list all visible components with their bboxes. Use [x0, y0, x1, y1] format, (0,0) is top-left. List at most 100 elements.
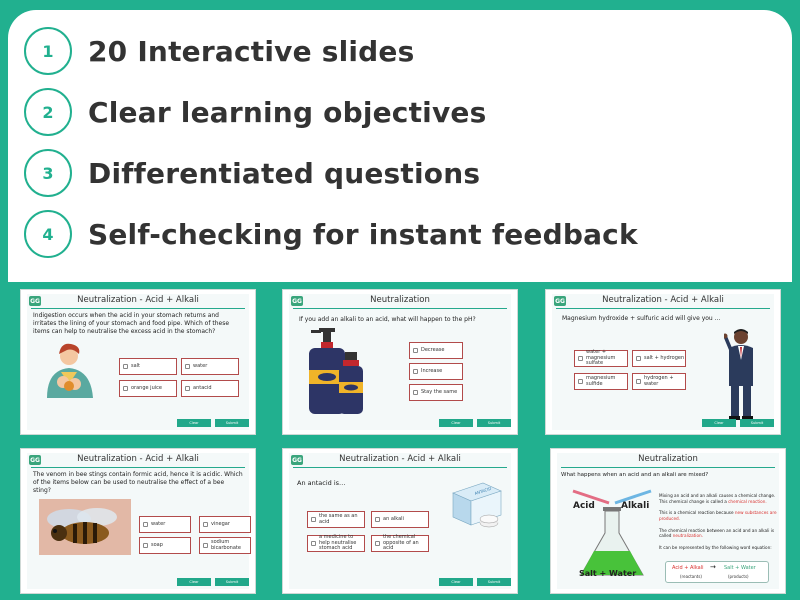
checkbox-icon: [123, 386, 128, 391]
answer-option[interactable]: Increase: [409, 363, 463, 380]
option-label: magnesium sulfide: [586, 374, 616, 387]
answer-option[interactable]: antacid: [181, 380, 239, 397]
answer-option[interactable]: Stay the same: [409, 384, 463, 401]
submit-button[interactable]: Submit: [215, 578, 249, 586]
slide-thumbnail-3[interactable]: GG Neutralization - Acid + Alkali Magnes…: [545, 289, 781, 435]
answer-option[interactable]: soap: [139, 537, 191, 554]
features-panel: 1 20 Interactive slides 2 Clear learning…: [8, 10, 792, 282]
checkbox-icon: [143, 543, 148, 548]
slide-thumbnail-2[interactable]: GG Neutralization If you add an alkali t…: [282, 289, 518, 435]
clear-button[interactable]: Clear: [177, 578, 211, 586]
checkbox-icon: [123, 364, 128, 369]
word-equation-box: Acid + Alkali → Salt + Water (reactants)…: [665, 561, 769, 583]
slide-thumbnail-1[interactable]: GG Neutralization - Acid + Alkali Indige…: [20, 289, 256, 435]
answer-option[interactable]: water: [139, 516, 191, 533]
checkbox-icon: [413, 369, 418, 374]
slide-title: Neutralization: [638, 454, 698, 464]
slide-question: If you add an alkali to an acid, what wi…: [299, 316, 476, 323]
slide-thumbnail-6[interactable]: Neutralization What happens when an acid…: [550, 448, 786, 594]
answer-option[interactable]: hydrogen + water: [632, 373, 686, 390]
submit-button[interactable]: Submit: [477, 419, 511, 427]
logo: GG: [29, 455, 41, 465]
option-label: salt + hydrogen: [644, 354, 685, 361]
option-label: water: [193, 362, 208, 369]
highlight-text: chemical reaction.: [728, 498, 767, 504]
slide-question: Magnesium hydroxide + sulfuric acid will…: [562, 315, 721, 322]
feature-text: Self-checking for instant feedback: [88, 217, 638, 251]
submit-button[interactable]: Submit: [740, 419, 774, 427]
feature-text: Differentiated questions: [88, 156, 481, 190]
answer-option[interactable]: the chemical opposite of an acid: [371, 533, 429, 552]
answer-option[interactable]: salt + hydrogen: [632, 350, 686, 367]
option-label: antacid: [193, 384, 212, 391]
reactants-caption: (reactants): [680, 574, 702, 579]
checkbox-icon: [413, 348, 418, 353]
title-divider: [31, 467, 245, 468]
slide-question: An antacid is…: [297, 479, 346, 487]
clear-button[interactable]: Clear: [177, 419, 211, 427]
option-label: orange juice: [131, 384, 162, 391]
slide-content: Neutralization What happens when an acid…: [557, 453, 779, 589]
logo: GG: [291, 455, 303, 465]
answer-option[interactable]: an alkali: [371, 511, 429, 528]
slide-question: Indigestion occurs when the acid in your…: [33, 312, 230, 335]
feature-item-4: 4 Self-checking for instant feedback: [24, 209, 638, 259]
feature-number-badge: 2: [24, 88, 72, 136]
answer-option[interactable]: the same as an acid: [307, 511, 365, 528]
feature-text: Clear learning objectives: [88, 95, 487, 129]
checkbox-icon: [311, 517, 316, 522]
answer-option[interactable]: Decrease: [409, 342, 463, 359]
checkbox-icon: [203, 522, 208, 527]
text: The chemical reaction between an acid an…: [659, 527, 775, 539]
slide-content: GG Neutralization If you add an alkali t…: [289, 294, 511, 430]
answer-option[interactable]: sodium bicarbonate: [199, 537, 251, 554]
cleaning-bottles-icon: [309, 328, 363, 414]
checkbox-icon: [636, 379, 641, 384]
antacid-box-icon: ANTACID: [452, 482, 502, 528]
answer-option[interactable]: orange juice: [119, 380, 177, 397]
slide-question: What happens when an acid and an alkali …: [561, 472, 709, 478]
slide-thumbnail-4[interactable]: GG Neutralization - Acid + Alkali The ve…: [20, 448, 256, 594]
acid-label: Acid: [573, 501, 595, 511]
clear-button[interactable]: Clear: [702, 419, 736, 427]
title-divider: [556, 308, 770, 309]
answer-option[interactable]: salt: [119, 358, 177, 375]
arrow-right-icon: →: [710, 563, 716, 571]
option-label: an alkali: [383, 515, 404, 522]
slide-content: GG Neutralization - Acid + Alkali An ant…: [289, 453, 511, 589]
answer-option[interactable]: magnesium sulfide: [574, 373, 628, 390]
title-divider: [31, 308, 245, 309]
logo: GG: [29, 296, 41, 306]
submit-button[interactable]: Submit: [215, 419, 249, 427]
option-label: the chemical opposite of an acid: [383, 533, 419, 552]
products-caption: (products): [728, 574, 749, 579]
slide-content: GG Neutralization - Acid + Alkali Indige…: [27, 294, 249, 430]
answer-option[interactable]: a medicine to help neutralise stomach ac…: [307, 534, 365, 552]
answer-option[interactable]: water: [181, 358, 239, 375]
feature-item-2: 2 Clear learning objectives: [24, 87, 487, 137]
answer-option[interactable]: water + magnesium sulfate: [574, 348, 628, 367]
submit-button[interactable]: Submit: [477, 578, 511, 586]
text: This is a chemical reaction because: [659, 510, 735, 516]
logo: GG: [291, 296, 303, 306]
text: It can be represented by the following w…: [659, 545, 772, 551]
clear-button[interactable]: Clear: [439, 578, 473, 586]
antacid-box-label: ANTACID: [474, 486, 492, 496]
checkbox-icon: [375, 517, 380, 522]
person-with-stomach-ache-icon: [47, 343, 93, 398]
option-label: soap: [151, 541, 163, 548]
slide-title: Neutralization - Acid + Alkali: [339, 454, 461, 464]
slide-title: Neutralization - Acid + Alkali: [77, 454, 199, 464]
equation-reactants: Acid + Alkali: [672, 565, 704, 571]
alkali-label: Alkali: [621, 501, 650, 511]
bee-on-skin-image: [39, 499, 131, 555]
feature-number-badge: 1: [24, 27, 72, 75]
option-label: water + magnesium sulfate: [586, 348, 616, 367]
answer-option[interactable]: vinegar: [199, 516, 251, 533]
clear-button[interactable]: Clear: [439, 419, 473, 427]
slide-thumbnail-5[interactable]: GG Neutralization - Acid + Alkali An ant…: [282, 448, 518, 594]
result-label: Salt + Water: [579, 569, 637, 578]
slide-content: GG Neutralization - Acid + Alkali The ve…: [27, 453, 251, 589]
checkbox-icon: [185, 364, 190, 369]
highlight-text: neutralization.: [672, 533, 704, 539]
